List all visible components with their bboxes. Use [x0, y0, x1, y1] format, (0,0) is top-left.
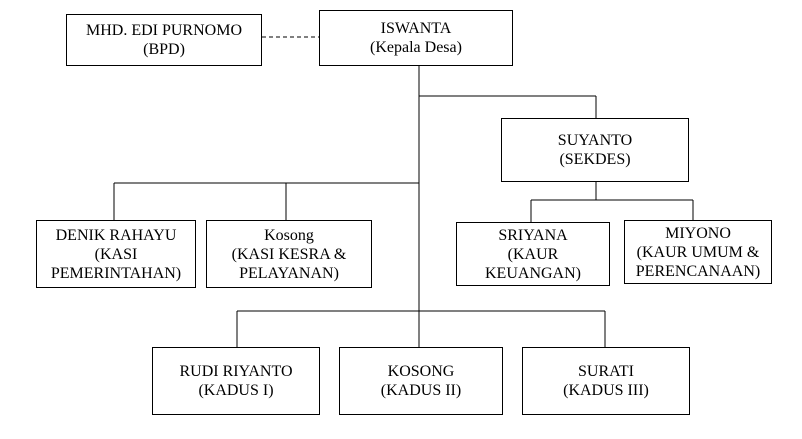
kaur-umum-name: MIYONO	[665, 224, 731, 242]
kadus-2-name: KOSONG	[387, 363, 455, 380]
kadus-2-box: KOSONG (KADUS II)	[339, 347, 503, 415]
kadus-3-box: SURATI (KADUS III)	[522, 347, 690, 415]
bpd-box: MHD. EDI PURNOMO (BPD)	[66, 14, 262, 66]
kasi-pemerintahan-name: DENIK RAHAYU	[55, 226, 177, 244]
kasi-pemerintahan-box: DENIK RAHAYU (KASI PEMERINTAHAN)	[36, 220, 196, 288]
kepala-desa-name: ISWANTA	[380, 20, 452, 37]
kadus-1-name: RUDI RIYANTO	[179, 363, 293, 380]
kasi-pemerintahan-title-1: (KASI	[94, 245, 138, 263]
kadus-3-name: SURATI	[577, 363, 634, 380]
bpd-title: (BPD)	[143, 41, 185, 58]
kadus-2-title: (KADUS II)	[380, 382, 462, 399]
kasi-kesra-title-1: (KASI KESRA &	[231, 245, 347, 263]
sekdes-title: (SEKDES)	[559, 151, 631, 168]
kaur-umum-title-2: PERENCANAAN)	[635, 262, 761, 280]
kaur-keuangan-title-1: (KAUR	[507, 245, 559, 263]
kadus-1-box: RUDI RIYANTO (KADUS I)	[152, 347, 320, 415]
kaur-umum-box: MIYONO (KAUR UMUM & PERENCANAAN)	[624, 220, 772, 284]
kadus-1-title: (KADUS I)	[198, 382, 274, 399]
kepala-desa-title: (Kepala Desa)	[370, 39, 462, 56]
sekdes-name: SUYANTO	[557, 132, 633, 149]
kaur-keuangan-name: SRIYANA	[498, 226, 568, 244]
kadus-3-title: (KADUS III)	[563, 382, 649, 399]
bpd-name: MHD. EDI PURNOMO	[85, 22, 242, 39]
kasi-kesra-title-2: PELAYANAN)	[239, 264, 339, 282]
sekdes-box: SUYANTO (SEKDES)	[501, 118, 689, 182]
kaur-keuangan-title-2: KEUANGAN)	[485, 264, 581, 282]
kaur-umum-title-1: (KAUR UMUM &	[636, 243, 760, 261]
kepala-desa-box: ISWANTA (Kepala Desa)	[319, 10, 513, 66]
kasi-pemerintahan-title-2: PEMERINTAHAN)	[50, 264, 182, 282]
kaur-keuangan-box: SRIYANA (KAUR KEUANGAN)	[456, 222, 610, 286]
kasi-kesra-box: Kosong (KASI KESRA & PELAYANAN)	[206, 220, 372, 288]
kasi-kesra-name: Kosong	[264, 226, 314, 244]
